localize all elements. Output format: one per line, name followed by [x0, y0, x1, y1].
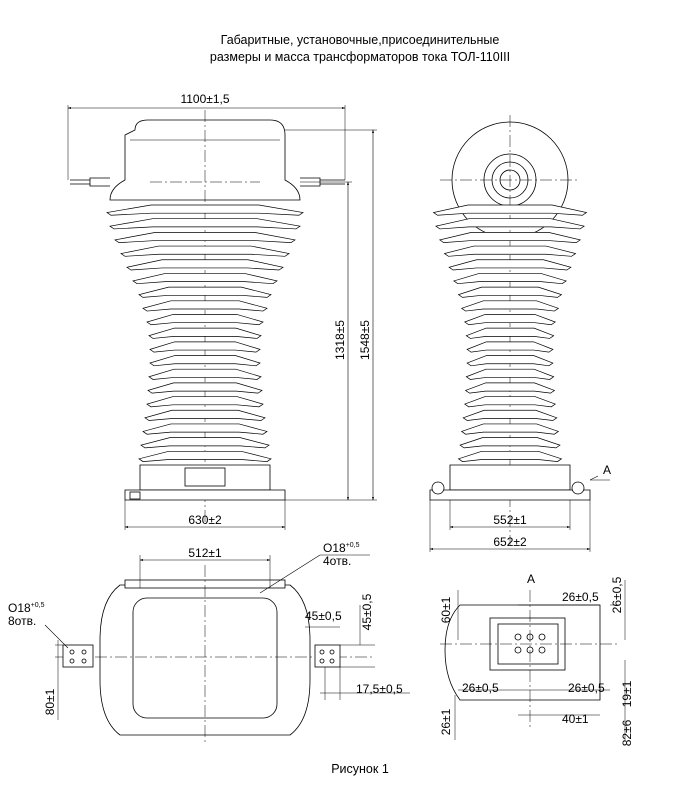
hole-left-label: O18+0,5: [8, 601, 45, 615]
insulator-shed: [464, 396, 556, 408]
insulator-shed: [466, 355, 554, 367]
insulator-shed: [126, 259, 284, 271]
insulator-shed: [138, 286, 272, 298]
dim-top-width: 512±1: [188, 546, 222, 560]
insulator-shed: [138, 450, 272, 462]
front-insulator-sheds: [106, 204, 304, 462]
insulator-shed: [457, 450, 563, 462]
insulator-shed: [462, 409, 558, 421]
front-view: [67, 105, 377, 530]
insulator-shed: [146, 396, 264, 408]
dim-base-front: 630±2: [188, 513, 222, 527]
hole-left-count: 8отв.: [8, 614, 36, 628]
insulator-shed: [148, 368, 262, 380]
insulator-shed: [114, 232, 296, 243]
insulator-shed: [460, 300, 560, 312]
dim-detail-26-top: 26±0,5: [562, 590, 599, 604]
insulator-shed: [459, 437, 561, 449]
front-terminal-left: [89, 177, 110, 187]
dim-base-side-outer: 652±2: [493, 535, 527, 549]
view-label-a: A: [603, 463, 611, 477]
insulator-shed: [432, 204, 588, 216]
insulator-shed: [464, 314, 556, 326]
insulator-shed: [132, 273, 278, 285]
dim-terminal-45-v: 45±0,5: [360, 593, 374, 630]
dim-height-terminal: 1318±5: [333, 320, 347, 360]
side-view: [429, 115, 610, 552]
dim-detail-26-left: 26±0,5: [462, 681, 499, 695]
insulator-shed: [464, 382, 556, 394]
insulator-shed: [146, 314, 264, 326]
dim-width-terminals: 1100±1,5: [180, 92, 229, 106]
insulator-shed: [466, 341, 554, 353]
insulator-shed: [106, 204, 304, 216]
insulator-shed: [460, 423, 560, 435]
insulator-shed: [144, 409, 266, 421]
dim-detail-82: 82±6: [620, 719, 634, 746]
figure-caption: Рисунок 1: [331, 762, 389, 776]
hole-right-label: O18+0,5: [323, 541, 360, 555]
hole-right-count: 4отв.: [323, 554, 351, 568]
insulator-shed: [142, 423, 268, 435]
dim-detail-40: 40±1: [562, 712, 589, 726]
insulator-shed: [149, 355, 261, 367]
insulator-shed: [435, 218, 585, 230]
side-insulator-sheds: [432, 204, 588, 462]
dim-terminal-offset: 17,5±0,5: [356, 682, 403, 696]
dim-detail-26-bottom: 26±1: [439, 708, 453, 735]
insulator-shed: [148, 327, 262, 339]
insulator-shed: [457, 286, 563, 298]
insulator-shed: [448, 259, 572, 271]
title-line-2: размеры и масса трансформаторов тока ТОЛ…: [209, 50, 511, 64]
insulator-shed: [147, 382, 263, 394]
insulator-shed: [465, 327, 555, 339]
dim-detail-26-right: 26±0,5: [610, 576, 624, 613]
dim-detail-26-right2: 26±0,5: [568, 681, 605, 695]
dim-detail-60: 60±1: [439, 596, 453, 623]
insulator-shed: [140, 437, 270, 449]
dim-base-side-inner: 552±1: [493, 513, 527, 527]
title-line-1: Габаритные, установочные,присоединительн…: [220, 33, 500, 47]
dim-height-total: 1548±5: [358, 320, 372, 360]
insulator-shed: [443, 245, 577, 257]
detail-a-view: [440, 580, 626, 740]
insulator-shed: [142, 300, 268, 312]
dim-terminal-80: 80±1: [43, 688, 57, 715]
detail-a-label: A: [527, 572, 535, 586]
dim-terminal-45-h: 45±0,5: [305, 609, 342, 623]
insulator-shed: [438, 232, 582, 243]
insulator-shed: [465, 368, 555, 380]
dim-detail-19: 19±1: [620, 680, 634, 707]
insulator-shed: [453, 273, 567, 285]
top-view: [44, 554, 410, 745]
insulator-shed: [120, 245, 290, 257]
insulator-shed: [109, 218, 301, 230]
insulator-shed: [149, 341, 261, 353]
